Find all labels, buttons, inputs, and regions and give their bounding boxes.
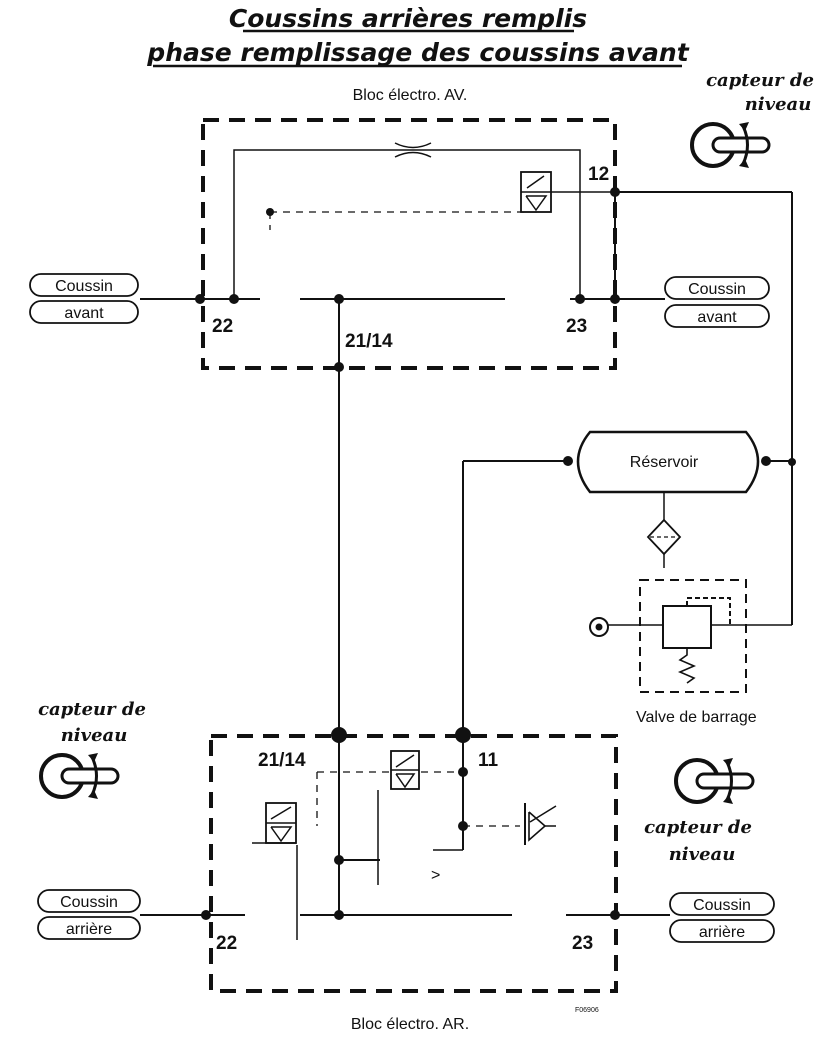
rear-solenoid-valve-1-icon [390,750,420,790]
title-line-1: Coussins arrières remplis [229,4,587,33]
svg-text:capteur de: capteur de [644,817,752,838]
rear-port-11: 11 [478,750,499,771]
front-port-12: 12 [588,164,609,185]
spring-icon [677,648,697,684]
svg-text:Coussin: Coussin [688,281,746,298]
reference-code: F06906 [575,1007,599,1014]
sensor-right: capteur de niveau [644,758,755,865]
reservoir-label: Réservoir [630,454,699,471]
title-block: Coussins arrières remplis phase rempliss… [146,4,690,68]
svg-text:arrière: arrière [699,924,745,941]
svg-text:Coussin: Coussin [55,278,113,295]
front-block-outline [201,118,617,370]
front-port-22: 22 [212,316,233,337]
cushion-rear-left: Coussin arrière [37,889,141,940]
svg-text:arrière: arrière [66,921,112,938]
svg-text:avant: avant [64,305,104,322]
barrier-valve: Valve de barrage [589,579,792,726]
level-sensor-icon [39,753,120,799]
svg-text:capteur de: capteur de [38,699,146,720]
level-sensor-icon [690,122,771,168]
rear-port-21-14: 21/14 [258,750,306,771]
front-solenoid-valve-icon [520,171,615,213]
svg-text:niveau: niveau [669,844,736,865]
svg-text:niveau: niveau [61,725,128,746]
rear-block-label: Bloc électro. AR. [351,1016,469,1033]
cushion-front-left: Coussin avant [29,273,139,324]
front-restrictor-line [233,149,581,299]
front-port-21-14: 21/14 [345,331,393,352]
sensor-left: capteur de niveau [38,699,146,799]
rear-solenoid-valve-2-icon [252,802,297,844]
front-block-label: Bloc électro. AV. [353,87,468,104]
cushion-front-right: Coussin avant [664,276,770,328]
title-line-2: phase remplissage des coussins avant [146,38,689,67]
level-sensor-icon [674,758,755,804]
svg-text:Coussin: Coussin [60,894,118,911]
valve-label: Valve de barrage [636,709,757,726]
svg-text:capteur de: capteur de [706,70,814,91]
rear-port-22: 22 [216,933,237,954]
svg-text:Coussin: Coussin [693,897,751,914]
svg-text:avant: avant [697,309,737,326]
filter-icon [646,492,682,568]
front-port-23: 23 [566,316,587,337]
sensor-top-right: capteur de niveau [690,70,814,168]
svg-text:>: > [431,867,440,884]
rear-solenoid-valve-3-icon [524,803,557,845]
svg-text:niveau: niveau [745,94,812,115]
restrictor-icon [394,142,432,149]
rear-port-23: 23 [572,933,593,954]
reservoir: Réservoir [576,430,760,494]
rear-block-outline [209,734,618,993]
cushion-rear-right: Coussin arrière [669,892,775,943]
